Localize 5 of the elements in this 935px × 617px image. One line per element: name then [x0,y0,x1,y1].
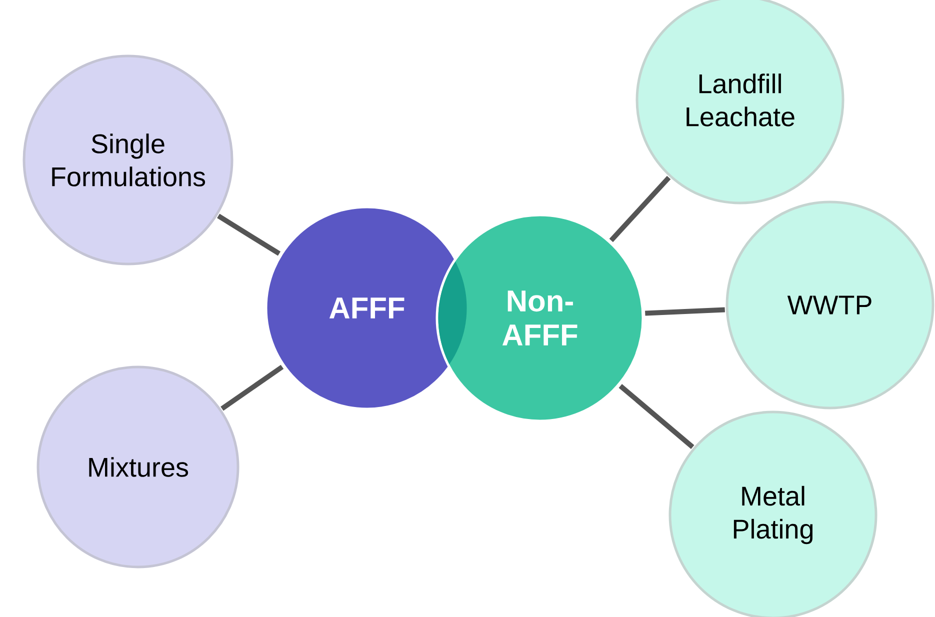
connector-line [220,364,284,411]
connector-line [609,176,671,242]
connector-line [645,307,725,316]
connector-line [217,214,281,256]
connector-line [618,384,694,449]
